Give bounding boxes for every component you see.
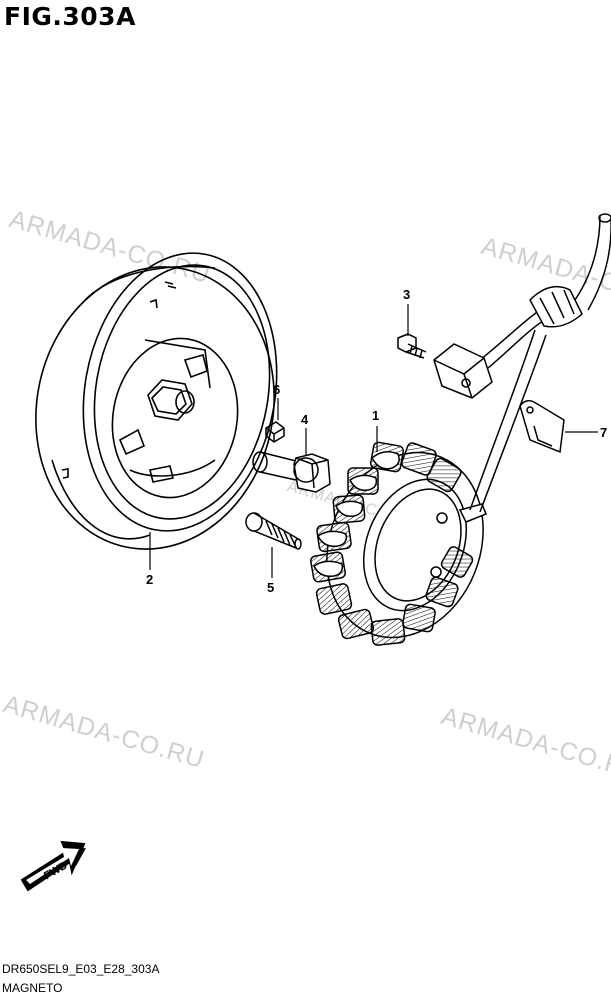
wire-clamp	[519, 399, 565, 454]
figure-code: DR650SEL9_E03_E28_303A	[2, 962, 160, 976]
flywheel-rotor	[35, 252, 278, 550]
callout-2: 2	[146, 572, 154, 587]
woodruff-key	[265, 421, 285, 443]
figure-name: MAGNETO	[2, 981, 63, 995]
callout-6: 6	[273, 382, 281, 397]
callout-3: 3	[403, 287, 411, 302]
callout-5: 5	[267, 580, 275, 595]
callout-7: 7	[600, 425, 608, 440]
callout-4: 4	[301, 412, 309, 427]
pickup-screw	[397, 333, 427, 359]
arrow-forward-icon	[20, 840, 86, 892]
stator-coil-assembly	[310, 441, 487, 646]
figure-title: FIG.303A	[4, 2, 136, 31]
stator-screw	[245, 512, 302, 550]
leader-lines	[149, 304, 598, 578]
wire-harness	[469, 213, 611, 513]
callout-1: 1	[372, 408, 380, 423]
flywheel-bolt	[252, 451, 331, 493]
pickup-coil	[433, 343, 493, 399]
